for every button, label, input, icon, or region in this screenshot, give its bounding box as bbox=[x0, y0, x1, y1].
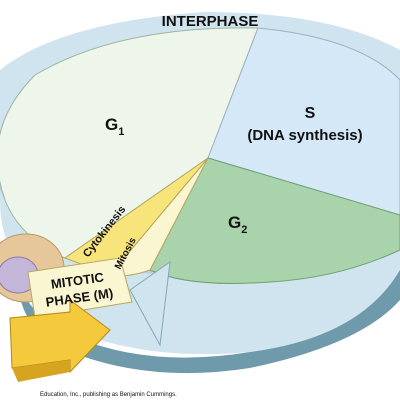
s-sublabel: (DNA synthesis) bbox=[247, 127, 362, 144]
mitotic-arrow-side bbox=[12, 360, 70, 382]
mitotic-label-line1: MITOTIC bbox=[50, 269, 105, 291]
s-label: S bbox=[305, 105, 316, 122]
mitotic-arrow bbox=[9, 299, 111, 374]
interphase-label: INTERPHASE bbox=[162, 13, 259, 30]
interphase-ring-side bbox=[18, 260, 400, 374]
ring-arrowhead bbox=[129, 260, 171, 347]
g2-sector bbox=[149, 157, 400, 284]
g1-subscript: 1 bbox=[118, 126, 124, 138]
g1-label: G1 bbox=[105, 115, 124, 138]
g2-subscript: 2 bbox=[241, 224, 247, 236]
g1-sector bbox=[0, 27, 259, 259]
mitotic-phase-pointer bbox=[27, 257, 133, 319]
g2-letter: G bbox=[228, 213, 241, 232]
credit-text: Education, Inc., publishing as Benjamin … bbox=[40, 392, 177, 398]
g1-letter: G bbox=[105, 115, 118, 134]
g2-label: G2 bbox=[228, 213, 247, 236]
